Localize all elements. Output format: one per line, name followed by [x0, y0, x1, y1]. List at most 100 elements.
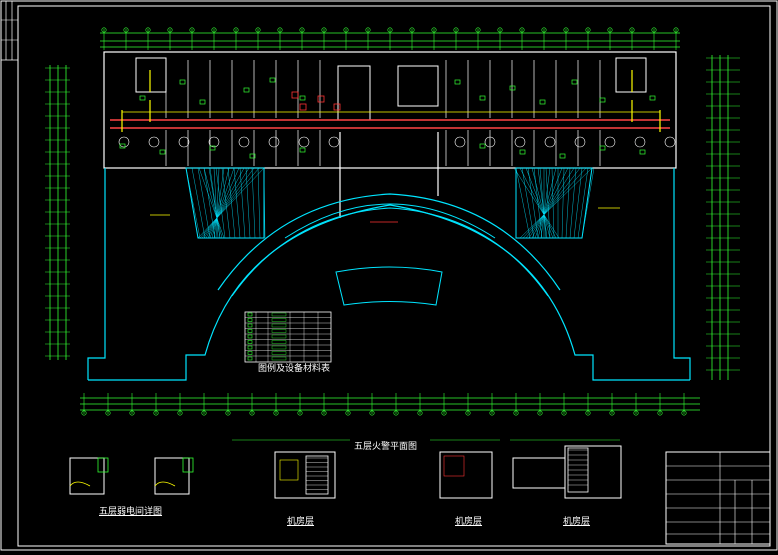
legend-title: 图例及设备材料表: [258, 364, 331, 374]
roof-stair-1: [305, 455, 329, 495]
detail-drawings: [69, 439, 622, 499]
axis-bubble: [537, 410, 543, 416]
detail-door: [69, 481, 91, 487]
hatch: [239, 167, 246, 239]
hatch: [519, 167, 557, 239]
fire-alarm-devices: [119, 70, 661, 223]
roof-plan-1: [274, 451, 336, 499]
axis-bubble: [561, 410, 567, 416]
smoke-detector: [479, 95, 486, 101]
smoke-detector: [119, 143, 126, 149]
hatch: [540, 167, 551, 239]
door-swing: [454, 136, 466, 148]
axis-bubble: [369, 410, 375, 416]
axis-bubble: [81, 410, 87, 416]
legend-symbol: [247, 329, 253, 333]
door-swing: [178, 136, 190, 148]
smoke-detector: [599, 145, 606, 151]
legend-symbol: [247, 312, 253, 317]
alarm-device: [317, 95, 325, 103]
legend-text: [271, 334, 287, 339]
axis-bubble: [101, 27, 107, 33]
hatch: [528, 167, 575, 239]
legend-symbol: [247, 340, 253, 344]
axis-bubble: [255, 27, 261, 33]
axis-bubble: [277, 27, 283, 33]
smoke-detector: [209, 145, 216, 151]
alarm-device: [333, 103, 341, 111]
hatch: [197, 167, 211, 239]
detail-equipment: [182, 457, 194, 473]
detail-room-1: [69, 457, 105, 495]
hatch: [201, 167, 255, 239]
smoke-detector: [539, 99, 546, 105]
axis-bubble: [673, 27, 679, 33]
axis-bubble: [513, 410, 519, 416]
smoke-detector: [269, 77, 276, 83]
legend-text: [271, 312, 287, 317]
axis-bubble: [365, 27, 371, 33]
hatch: [521, 167, 535, 239]
hatch: [577, 167, 589, 239]
legend-text: [271, 356, 287, 361]
hatch: [263, 167, 266, 239]
hatch: [207, 167, 240, 239]
hatch: [208, 167, 221, 239]
door-swing: [634, 136, 646, 148]
roof-plan-3b: [564, 445, 622, 499]
axis-bubble: [519, 27, 525, 33]
axis-bubble: [167, 27, 173, 33]
door-swing: [544, 136, 556, 148]
smoke-detector: [599, 97, 606, 103]
hatch: [531, 167, 551, 239]
axis-bubble: [201, 410, 207, 416]
axis-bubble: [541, 27, 547, 33]
auditorium-outline: [88, 204, 690, 381]
axis-bubble: [129, 410, 135, 416]
title-block: [665, 451, 771, 545]
axis-bubble: [629, 27, 635, 33]
legend-text: [271, 340, 287, 344]
axis-bubble: [453, 27, 459, 33]
door-swing: [298, 136, 310, 148]
door-swing: [574, 136, 586, 148]
fire-plan-title: 五层火警平面图: [354, 442, 418, 452]
door-swing: [148, 136, 160, 148]
roof-label-3: 机房层: [563, 517, 591, 527]
axis-bubble: [343, 27, 349, 33]
legend-text: [271, 323, 287, 328]
smoke-detector: [179, 79, 186, 85]
axis-bubble: [211, 27, 217, 33]
smoke-detector: [249, 153, 256, 159]
axis-bubble: [297, 410, 303, 416]
hatch: [245, 167, 251, 239]
axis-bubble: [409, 27, 415, 33]
axis-bubble: [299, 27, 305, 33]
hatch: [221, 167, 231, 239]
arc-outer: [217, 193, 561, 291]
detail-title: 五层弱电间详图: [99, 507, 163, 517]
axis-bubble: [153, 410, 159, 416]
hatch: [537, 167, 557, 239]
hatch: [531, 167, 569, 239]
stair-left: [135, 57, 167, 93]
smoke-detector: [299, 95, 306, 101]
legend-border: [244, 311, 332, 363]
door-swing: [208, 136, 220, 148]
door-swing: [238, 136, 250, 148]
axis-bubble: [393, 410, 399, 416]
axis-bubble: [563, 27, 569, 33]
lobby-walls: [339, 132, 439, 218]
axis-bubble: [225, 410, 231, 416]
axis-bubble: [633, 410, 639, 416]
roof-device: [443, 455, 465, 477]
legend-symbol: [247, 334, 253, 339]
axis-bubble: [497, 27, 503, 33]
hatch: [551, 167, 555, 239]
hatch: [545, 167, 551, 239]
drawing-frame: [17, 5, 771, 547]
axis-bubble: [657, 410, 663, 416]
legend-symbol: [247, 318, 253, 322]
smoke-detector: [159, 149, 166, 155]
hatch: [565, 167, 571, 239]
